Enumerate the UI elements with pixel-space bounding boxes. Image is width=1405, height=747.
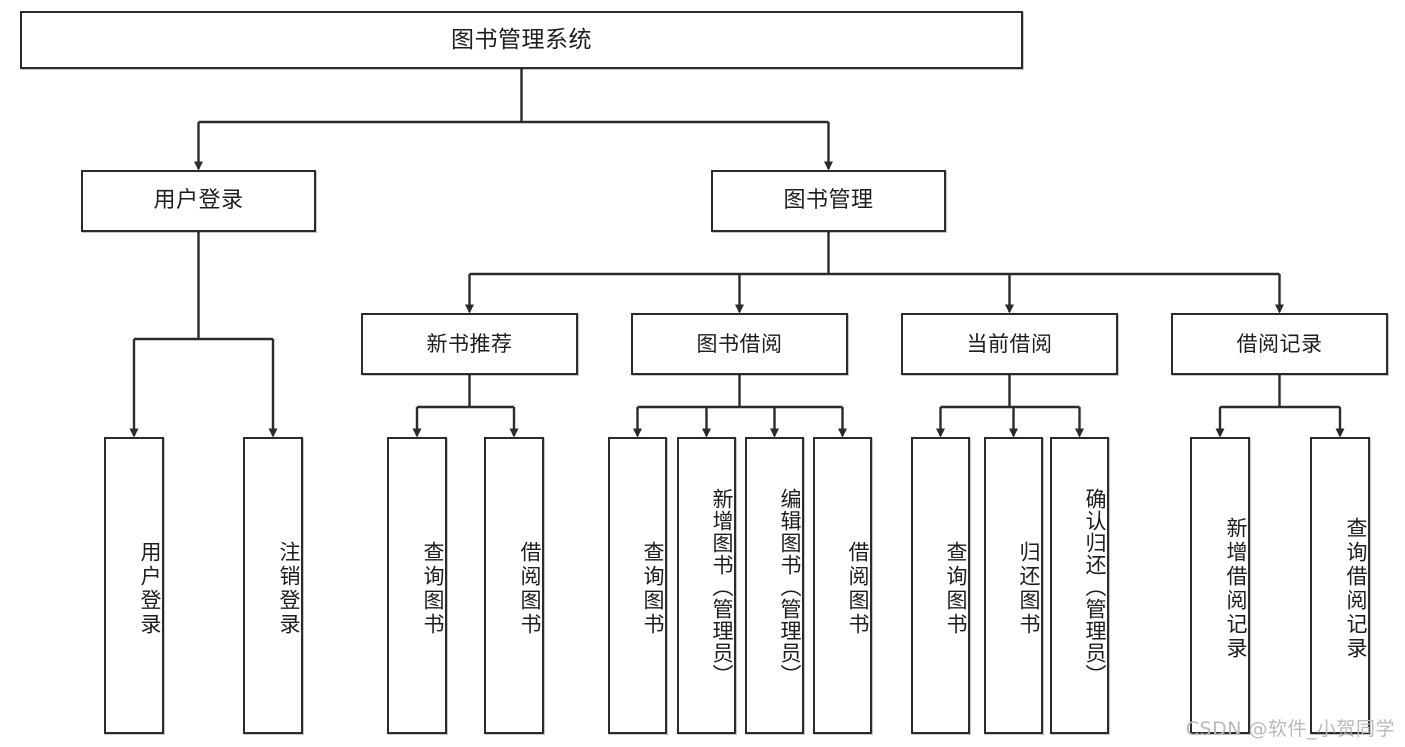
node-label: 借阅图书 (846, 540, 870, 637)
node-l3c[interactable]: 当前借阅 (901, 313, 1118, 375)
node-leaf2[interactable]: 注销登录 (243, 437, 303, 734)
node-label: 当前借阅 (966, 331, 1053, 356)
node-label: 归还图书 (1017, 540, 1041, 637)
node-leaf10[interactable]: 归还图书 (984, 437, 1043, 734)
node-leaf6[interactable]: 新增图书（管理员） (677, 437, 736, 734)
node-leaf8[interactable]: 借阅图书 (813, 437, 872, 734)
node-leaf9[interactable]: 查询图书 (911, 437, 970, 734)
node-leaf7[interactable]: 编辑图书（管理员） (745, 437, 804, 734)
node-leaf13[interactable]: 查询借阅记录 (1310, 437, 1370, 734)
node-l3a[interactable]: 新书推荐 (361, 313, 578, 375)
node-label: 确认归还（管理员） (1083, 487, 1107, 686)
node-leaf4[interactable]: 借阅图书 (484, 437, 544, 734)
node-label: 用户登录 (153, 188, 244, 214)
node-label: 借阅图书 (518, 540, 542, 637)
node-label: 用户登录 (138, 540, 162, 637)
node-leaf3[interactable]: 查询图书 (387, 437, 447, 734)
node-label: 查询图书 (421, 540, 445, 637)
node-l2b[interactable]: 图书管理 (711, 170, 946, 232)
watermark-text: CSDN @软件_小贺同学 (1185, 718, 1395, 740)
node-label: 查询图书 (641, 540, 665, 637)
node-label: 注销登录 (277, 540, 301, 637)
node-label: 编辑图书（管理员） (778, 487, 802, 686)
node-label: 查询图书 (944, 540, 968, 637)
node-label: 图书管理系统 (451, 26, 592, 53)
node-leaf11[interactable]: 确认归还（管理员） (1050, 437, 1109, 734)
node-leaf5[interactable]: 查询图书 (608, 437, 667, 734)
node-label: 图书管理 (783, 188, 874, 214)
node-l3b[interactable]: 图书借阅 (631, 313, 848, 375)
node-label: 新书推荐 (426, 331, 513, 356)
node-l2a[interactable]: 用户登录 (81, 170, 316, 232)
node-label: 查询借阅记录 (1344, 516, 1368, 661)
node-label: 图书借阅 (696, 331, 783, 356)
node-l3d[interactable]: 借阅记录 (1171, 313, 1388, 375)
node-root[interactable]: 图书管理系统 (20, 11, 1023, 69)
node-leaf1[interactable]: 用户登录 (104, 437, 164, 734)
node-label: 新增图书（管理员） (710, 487, 734, 686)
node-leaf12[interactable]: 新增借阅记录 (1190, 437, 1250, 734)
node-label: 新增借阅记录 (1224, 516, 1248, 661)
node-label: 借阅记录 (1236, 331, 1323, 356)
